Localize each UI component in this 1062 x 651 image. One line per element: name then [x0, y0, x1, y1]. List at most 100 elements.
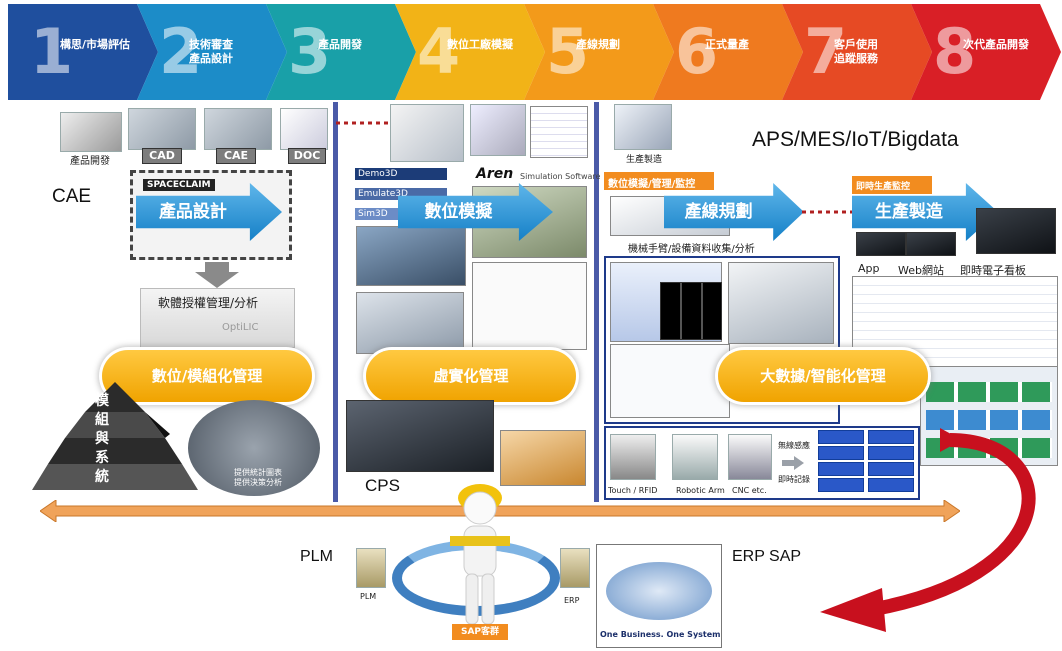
- demo3d-label: Demo3D: [355, 168, 447, 180]
- pyramid-vertical-text: 模 組 與 系 統: [95, 393, 109, 485]
- touch-rfid-label: Touch / RFID: [608, 486, 658, 495]
- digital-module-pill: 數位/模組化管理: [102, 350, 312, 402]
- cae-tag: CAE: [216, 148, 256, 164]
- process-step-label: 產線規劃: [576, 38, 620, 51]
- dotted-connector-top: [336, 121, 392, 125]
- pyramid-graphic: [32, 382, 198, 490]
- process-step-number: 8: [933, 15, 977, 88]
- status-cell-5: [818, 462, 864, 476]
- timeline-double-arrow: [40, 500, 960, 522]
- machinery-3d-image: [356, 292, 464, 354]
- process-step-label: 客戶使用 追蹤服務: [834, 38, 878, 65]
- license-panel: [140, 288, 295, 348]
- down-arrow-icon: [195, 262, 239, 288]
- panel-divider-left: [333, 102, 338, 502]
- robot-arm-image: [390, 104, 464, 162]
- cad-thumbnail: [128, 108, 196, 150]
- app-label: App: [858, 262, 880, 275]
- web-label: Web網站: [898, 264, 944, 277]
- doc-tag: DOC: [288, 148, 326, 164]
- erp-server-label: ERP: [564, 596, 580, 605]
- touch-device-image: [610, 434, 656, 480]
- monitor-dashboard: [976, 208, 1056, 254]
- realtime-banner: [852, 176, 932, 194]
- digital-sim-banner-label: 數位模擬/管理/監控: [608, 179, 696, 190]
- process-step-number: 4: [417, 15, 461, 88]
- tile-row-2: [926, 410, 1052, 430]
- sap-ring: [606, 562, 712, 620]
- cae-thumbnail: [204, 108, 272, 150]
- monitor-app: [856, 232, 906, 256]
- process-step-label: 數位工廠模擬: [447, 38, 513, 51]
- factory-sim-screenshot: [356, 226, 466, 286]
- flowchart-screenshot: [472, 262, 587, 350]
- stats-circle: [188, 400, 320, 496]
- status-cell-2: [868, 430, 914, 444]
- optilic-label: OptiLIC: [222, 322, 259, 333]
- product-design-arrow-label: 產品設計: [158, 202, 227, 222]
- process-step-label: 構思/市場評估: [60, 38, 131, 51]
- monitor-web: [906, 232, 956, 256]
- robotic-arm-label: Robotic Arm: [676, 486, 725, 495]
- factory-floor-3d: [346, 400, 494, 472]
- plm-heading: PLM: [300, 548, 333, 565]
- status-cell-8: [868, 478, 914, 492]
- simulation-software-label: Simulation Software: [520, 172, 601, 181]
- equipment-image: [728, 262, 834, 344]
- erp-sap-heading: ERP SAP: [732, 548, 802, 565]
- manufacturing-arrow-label: 生產製造: [874, 202, 943, 222]
- digital-sim-banner: [604, 172, 714, 190]
- panel-divider-right: [594, 102, 599, 502]
- engineer-figure: [450, 484, 510, 625]
- process-step-label: 次代產品開發: [963, 38, 1029, 51]
- wireless-label: 無線感應: [778, 441, 810, 450]
- feedback-curve-arrow: [820, 428, 1036, 632]
- status-cell-6: [868, 462, 914, 476]
- virtual-physical-pill: 虛實化管理: [366, 350, 576, 402]
- sap-badge: SAP客群: [452, 624, 508, 640]
- dotted-connector-right: [802, 210, 854, 214]
- spreadsheet-image: [530, 106, 588, 158]
- license-label: 軟體授權管理/分析: [158, 296, 259, 310]
- digital-simulation-arrow-label: 數位模擬: [424, 202, 493, 222]
- process-step-label: 產品開發: [318, 38, 362, 51]
- workstation-image: [60, 112, 122, 152]
- status-cell-1: [818, 430, 864, 444]
- robotic-arm-image: [672, 434, 718, 480]
- bigdata-smart-pill: 大數據/智能化管理: [718, 350, 928, 402]
- cae-heading: CAE: [52, 186, 92, 207]
- realtime-banner-label: 即時生產監控: [856, 182, 911, 192]
- arm-caption: 機械手臂/設備資料收集/分析: [628, 244, 755, 255]
- aps-heading: APS/MES/IoT/Bigdata: [752, 128, 959, 151]
- flow-arrow-icon: [782, 456, 804, 470]
- process-step-number: 7: [804, 15, 848, 88]
- factory-building-image: [614, 104, 672, 150]
- cps-label: CPS: [365, 476, 400, 495]
- erp-server-icon: [560, 548, 590, 588]
- doc-thumbnail: [280, 108, 328, 150]
- status-cell-3: [818, 446, 864, 460]
- one-business-label: One Business. One System: [600, 630, 721, 639]
- spaceclaim-logo: SPACECLAIM: [143, 179, 215, 191]
- board-label: 即時電子看板: [960, 264, 1026, 277]
- plm-server-label: PLM: [360, 592, 377, 601]
- arena-label: Aren: [476, 166, 514, 182]
- process-step-number: 5: [546, 15, 590, 88]
- machine-image: [470, 104, 526, 156]
- line-planning-arrow-label: 產線規劃: [684, 202, 753, 222]
- product-dev-label: 產品開發: [70, 156, 110, 167]
- process-step-number: 1: [30, 15, 74, 88]
- stats-circle-caption: 提供統計圖表 提供決策分析: [234, 468, 282, 487]
- process-step-label: 正式量產: [705, 38, 749, 51]
- tile-row-1: [926, 382, 1052, 402]
- cad-tag: CAD: [142, 148, 182, 164]
- process-step-number: 2: [159, 15, 203, 88]
